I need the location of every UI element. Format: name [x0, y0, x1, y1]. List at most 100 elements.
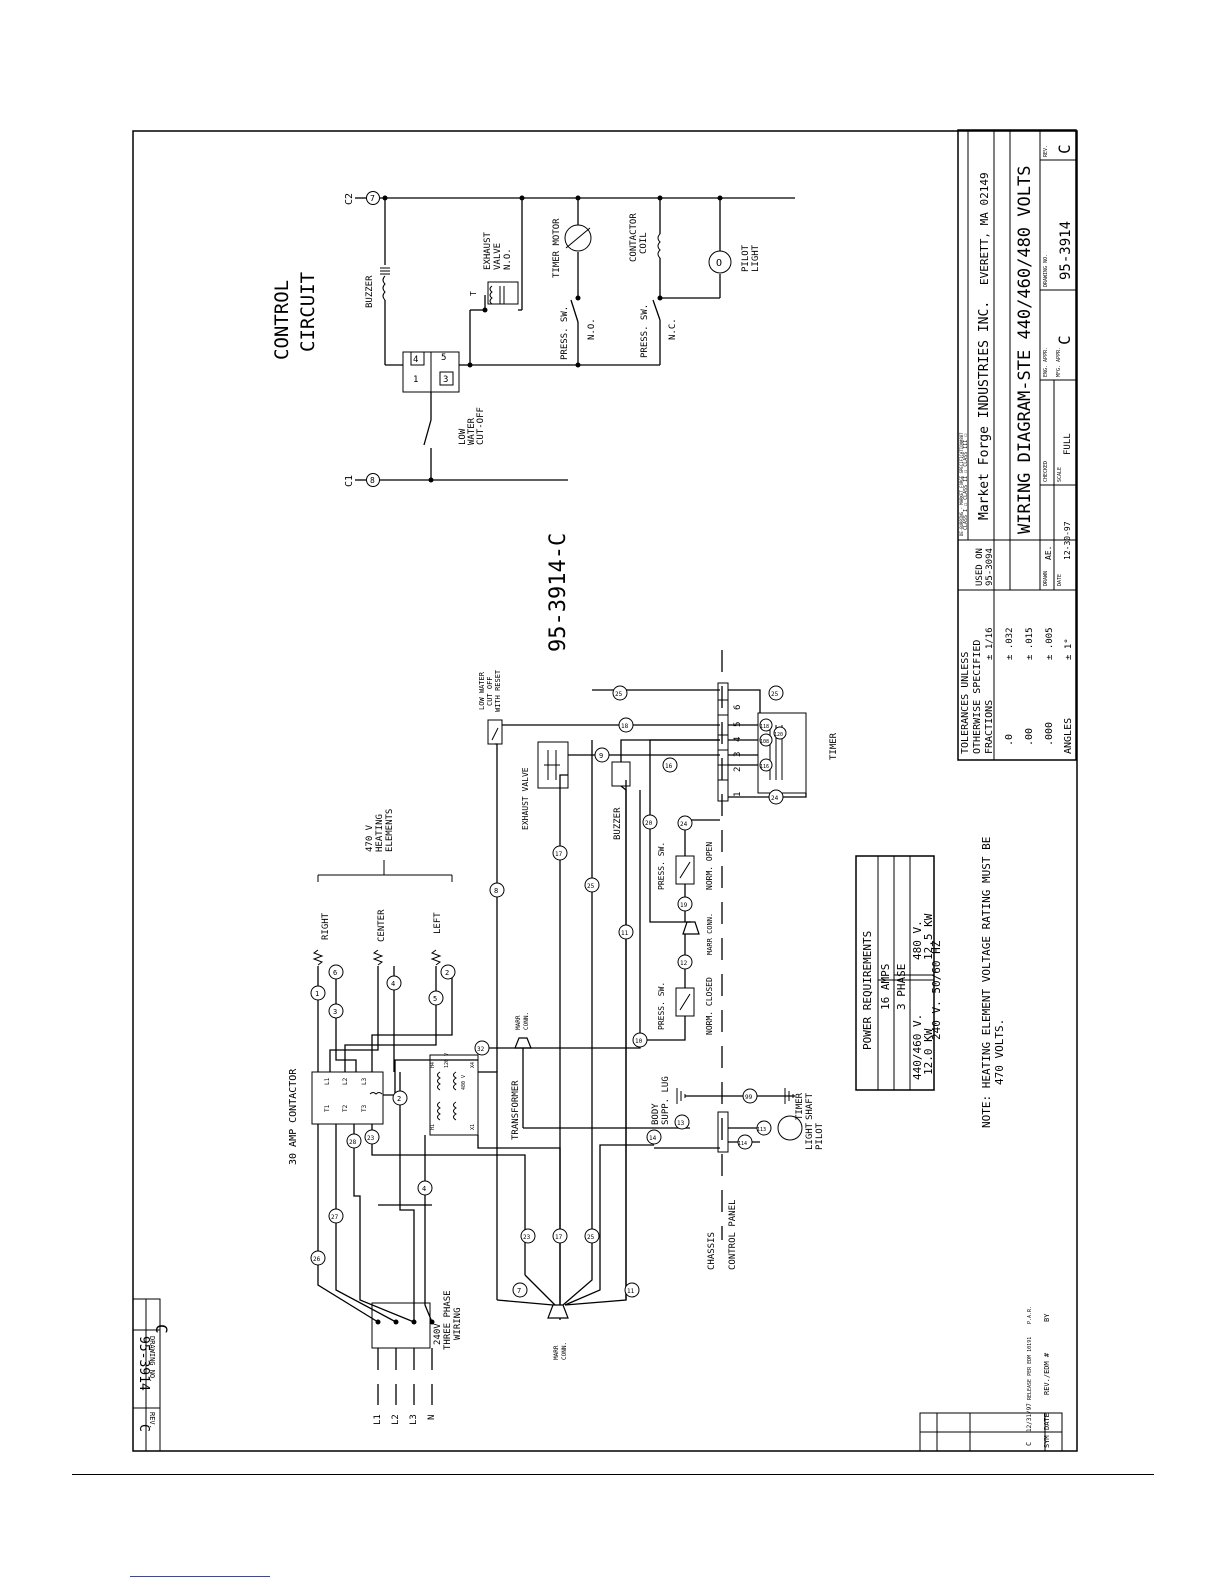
press-sw-closed-1: PRESS. SW. [657, 982, 666, 1030]
wire-bubbles: 1 2 2 3 4 4 5 6 7 8 9 10 11 11 12 13 14 … [310, 685, 787, 1298]
low-water-reset-box [487, 719, 503, 745]
tol-row-4-label: ANGLES [1063, 718, 1074, 754]
wire-28: 28 [349, 1139, 357, 1146]
low-water-reset-2: CUT OFF [486, 676, 494, 706]
marr-conn-bottom-1: MARR [553, 1345, 560, 1360]
terminal-4: 4 [733, 737, 743, 742]
used-on-value: 95-3094 [985, 548, 995, 586]
used-on-label: USED ON [975, 548, 985, 586]
wire-16: 16 [665, 763, 673, 770]
transformer-box [429, 1054, 479, 1136]
power-title: POWER REQUIREMENTS [861, 931, 874, 1050]
element-right: RIGHT [321, 912, 331, 940]
wire-23: 23 [367, 1135, 375, 1142]
revision-text: SYM DATE REV./EDM # BY C 12/31/97 RELEAS… [1025, 1306, 1051, 1448]
power-phase: 3 PHASE [895, 964, 908, 1010]
body-lug-2: SUPP. LUG [661, 1076, 671, 1125]
line-l1: L1 [373, 1414, 383, 1425]
three-phase-3: WIRING [453, 1307, 463, 1340]
drawn-value: AE. [1044, 546, 1053, 560]
note-line-2: 470 VOLTS. [993, 1019, 1006, 1085]
transformer-480v: 480 V [461, 1075, 467, 1090]
date-value: 12-30-97 [1063, 521, 1072, 560]
power-volts-b: 480 V. [911, 920, 924, 960]
deburr-classes: CLASS I ☐ CLASS II ☐ CLASS III ☐ [963, 434, 969, 530]
note-supply: 240 V. 50/60 HZ [930, 940, 943, 1040]
side-drawing-block: C DRAWING NO. 95-3914 REV. C [132, 1298, 171, 1452]
title-block: TOLERANCES UNLESS OTHERWISE SPECIFIED FR… [957, 129, 1077, 761]
side-drawing-no-label: DRAWING NO. [148, 1336, 156, 1382]
wire-19: 19 [680, 902, 688, 909]
revision-block [919, 1412, 1063, 1452]
tol-row-4-value: ± 1° [1064, 638, 1074, 660]
terminal-3: 3 [733, 752, 743, 757]
pilot-light-1: PILOT [741, 244, 751, 272]
contactor-t3: T3 [361, 1104, 368, 1112]
wire-23b: 23 [523, 1234, 531, 1241]
contactor-box [311, 1071, 384, 1125]
drawing-border [132, 130, 1078, 1452]
wire-4: 4 [391, 980, 395, 988]
drawing-title: WIRING DIAGRAM-STE 440/460/480 VOLTS [1015, 166, 1035, 534]
power-kw-a: 12.0 KW [922, 1028, 935, 1075]
wire-25b: 25 [587, 883, 595, 890]
wire-99: 99 [745, 1094, 753, 1101]
control-circuit-title-2: CIRCUIT [297, 272, 319, 352]
control-terminal-strip [717, 682, 729, 802]
main-wiring: 30 AMP CONTACTOR T1 L1 T2 L2 T3 L3 470 V… [288, 650, 839, 1425]
exhaust-valve-label-2: VALVE [493, 243, 503, 270]
contactor-coil-1: CONTACTOR [629, 213, 639, 262]
tol-row-1-label: .0 [1004, 734, 1015, 746]
wire-1: 1 [315, 990, 319, 998]
company-location: EVERETT, MA 02149 [978, 172, 991, 285]
lwco-term-5: 5 [441, 353, 446, 363]
c2-node: 7 [370, 194, 375, 203]
wire-32: 32 [477, 1046, 485, 1053]
buzzer-box [611, 761, 631, 787]
contactor-t2: T2 [342, 1104, 349, 1112]
light-pilot-2: PILOT [815, 1122, 825, 1150]
rev-row-date: 12/31/97 [1026, 1403, 1033, 1432]
wire-8: 8 [494, 887, 498, 895]
wire-10: 10 [635, 1038, 643, 1045]
transformer-x4: X4 [470, 1062, 476, 1068]
contactor-coil-2: COIL [639, 232, 649, 254]
wire-114: 114 [738, 1141, 747, 1147]
timer-motor-label: TIMER MOTOR [552, 218, 562, 278]
c1-node: 8 [370, 476, 375, 485]
page-footer-link[interactable] [130, 1576, 270, 1577]
timer-term-108: 108 [760, 739, 769, 745]
drawing-no-value: 95-3914 [1058, 221, 1074, 280]
wire-4b: 4 [422, 1185, 426, 1193]
transformer-x1: X1 [470, 1124, 476, 1130]
deburr-note: DE-BURRING - MARKET FORGE SPECIFICATION#… [959, 432, 964, 536]
rev-label: REV. [1043, 145, 1049, 157]
control-panel-label: CONTROL PANEL [728, 1200, 738, 1270]
rev-row-desc: RELEASE PER EDM 10191 [1027, 1337, 1033, 1400]
mfg-label: MFG. APPR. [1056, 347, 1062, 377]
terminal-1: 1 [733, 792, 743, 797]
marr-conn-bottom-2: CONN. [561, 1342, 568, 1360]
lwco-term-3: 3 [443, 375, 448, 385]
terminal-5: 5 [733, 722, 743, 727]
line-l2: L2 [391, 1414, 401, 1425]
timer-term-116: 116 [760, 764, 769, 770]
transformer-label: TRANSFORMER [511, 1080, 521, 1140]
eng-label: ENG. APPR. [1043, 347, 1049, 377]
drawing-no-label: DRAWING NO. [1043, 254, 1049, 287]
light-pilot-symbol [777, 1115, 803, 1141]
press-sw-nc-1: PRESS. SW. [640, 304, 650, 358]
wire-26: 26 [313, 1256, 321, 1263]
wire-2: 2 [445, 969, 449, 977]
press-sw-open-2: NORM. OPEN [705, 842, 714, 890]
timer-bottom-label: TIMER [829, 732, 839, 760]
element-center: CENTER [377, 909, 387, 942]
wire-17: 17 [555, 851, 563, 858]
three-phase-1: 240V [433, 1323, 443, 1345]
wire-12: 12 [680, 960, 688, 967]
rev-header-date: DATE [1043, 1413, 1051, 1430]
scale-label: SCALE [1057, 467, 1063, 482]
size-value: C [1055, 335, 1074, 345]
press-sw-no-2: N.O. [587, 318, 597, 340]
